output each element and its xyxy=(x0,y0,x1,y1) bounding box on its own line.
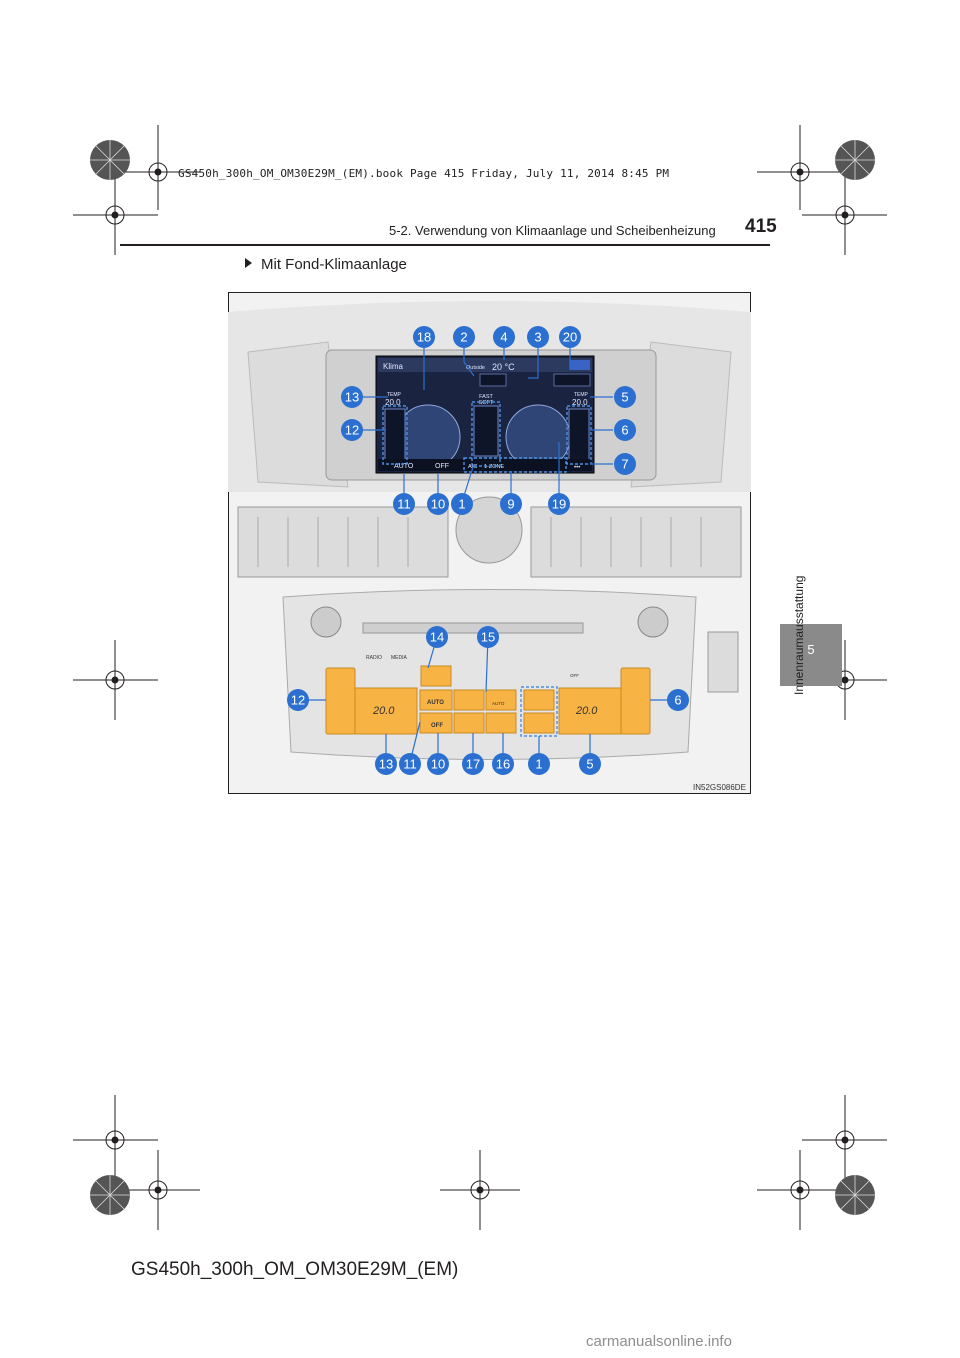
cd-slot xyxy=(362,622,584,634)
callout-6-top: 6 xyxy=(621,423,628,438)
callout-19: 19 xyxy=(552,497,566,512)
subheading-text: Mit Fond-Klimaanlage xyxy=(261,256,407,273)
callout-16: 16 xyxy=(496,757,510,772)
panel-face-mode-button[interactable] xyxy=(453,712,485,734)
page-number: 415 xyxy=(745,216,777,237)
chapter-tab xyxy=(780,624,842,686)
screen-title: Klima xyxy=(383,362,404,371)
screen-fan-slider[interactable] xyxy=(473,405,499,457)
screen-fan-label-2: SOFT xyxy=(479,400,494,406)
panel-radio-label[interactable]: RADIO xyxy=(366,655,382,661)
panel-fan-up-button[interactable] xyxy=(523,689,555,711)
subheading: Mit Fond-Klimaanlage xyxy=(245,256,407,273)
callout-17: 17 xyxy=(466,757,480,772)
panel-temp-stepper-right[interactable] xyxy=(620,667,651,735)
watermark: carmanualsonline.info xyxy=(586,1333,732,1350)
footer-document-id: GS450h_300h_OM_OM30E29M_(EM) xyxy=(131,1259,459,1280)
panel-temp-left: 20.0 xyxy=(372,705,395,717)
callout-14: 14 xyxy=(430,630,444,645)
chapter-number: 5 xyxy=(807,642,815,657)
screen-recirc-button[interactable] xyxy=(479,373,507,387)
panel-windshield-mode-button[interactable] xyxy=(485,712,517,734)
callout-10-bottom: 10 xyxy=(431,757,445,772)
callout-11-bottom: 11 xyxy=(403,757,417,772)
screen-off-button[interactable]: OFF xyxy=(435,463,449,470)
screen-outside-temp: 20 °C xyxy=(492,362,515,372)
screen-fan-label-1: FAST xyxy=(479,394,493,400)
panel-fan-down-button[interactable] xyxy=(523,712,555,734)
callout-1-bottom: 1 xyxy=(535,757,542,772)
screen-temp-stepper-left[interactable] xyxy=(384,408,406,462)
callout-5-top: 5 xyxy=(621,390,628,405)
callout-18: 18 xyxy=(417,330,431,345)
climate-control-figure: Klima Outside 20 °C TEMP 20.0 TEMP 20.0 … xyxy=(228,292,751,794)
panel-media-label[interactable]: MEDIA xyxy=(391,655,408,661)
callout-2: 2 xyxy=(460,330,467,345)
panel-defrost-button[interactable] xyxy=(420,665,452,687)
screen-temp-label-left: TEMP xyxy=(387,392,402,398)
callout-4: 4 xyxy=(500,330,507,345)
panel-auto-recirc-button[interactable] xyxy=(485,689,517,711)
callout-5-bottom: 5 xyxy=(586,757,593,772)
volume-knob xyxy=(310,606,342,638)
screen-options-button[interactable]: ••• xyxy=(574,465,580,471)
header-rule xyxy=(120,244,770,246)
callout-13-top: 13 xyxy=(345,390,359,405)
callout-6-bottom: 6 xyxy=(674,693,681,708)
callout-9: 9 xyxy=(507,497,514,512)
callout-11-top: 11 xyxy=(397,497,411,512)
screen-mode-button[interactable] xyxy=(553,373,591,387)
screen-temp-right: 20.0 xyxy=(572,398,588,407)
screen-zone-button[interactable]: 1-ZONE xyxy=(484,464,505,470)
tune-knob xyxy=(637,606,669,638)
screen-temp-left: 20.0 xyxy=(385,398,401,407)
figure-code: IN52GS086DE xyxy=(693,783,746,792)
panel-temp-display-right xyxy=(558,687,622,735)
panel-auto-label: AUTO xyxy=(427,700,444,706)
callout-20: 20 xyxy=(563,330,577,345)
callout-13-bottom: 13 xyxy=(379,757,393,772)
panel-recirc-button[interactable] xyxy=(453,689,485,711)
book-meta: GS450h_300h_OM_OM30E29M_(EM).book Page 4… xyxy=(178,167,670,180)
screen-outside-label: Outside xyxy=(466,365,485,371)
panel-auto-small-label: AUTO xyxy=(492,701,505,706)
callout-12-bottom: 12 xyxy=(291,693,305,708)
callout-7: 7 xyxy=(621,457,628,472)
chapter-label-text: Innenraumausstattung xyxy=(792,575,806,695)
panel-off-small-label: OFF xyxy=(570,673,579,678)
section-title: 5-2. Verwendung von Klimaanlage und Sche… xyxy=(389,223,716,238)
panel-auto-button[interactable] xyxy=(419,689,453,711)
triangle-bullet-icon xyxy=(245,258,252,268)
callout-10-top: 10 xyxy=(431,497,445,512)
panel-off-label: OFF xyxy=(431,723,443,729)
screen-temp-label-right: TEMP xyxy=(574,392,589,398)
screen-temp-stepper-right[interactable] xyxy=(568,408,590,462)
screen-auto-button[interactable]: AUTO xyxy=(394,463,414,470)
panel-temp-right: 20.0 xyxy=(575,705,598,717)
callout-1-top: 1 xyxy=(458,497,465,512)
screen-back-button[interactable] xyxy=(570,360,590,370)
callout-3: 3 xyxy=(534,330,541,345)
callout-15: 15 xyxy=(481,630,495,645)
panel-temp-stepper-left[interactable] xyxy=(325,667,356,735)
callout-12-top: 12 xyxy=(345,423,359,438)
chapter-label: Innenraumausstattung xyxy=(792,576,806,835)
